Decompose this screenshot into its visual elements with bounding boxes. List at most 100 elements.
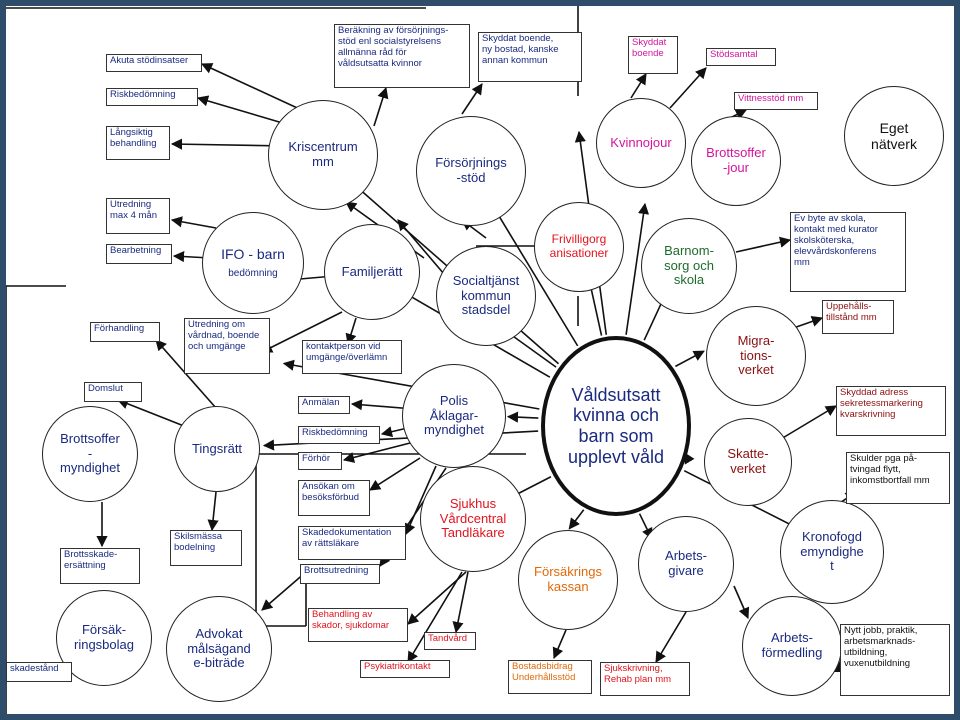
eget-natverk-node-label: Eget nätverk	[871, 119, 917, 152]
arbetsformedling-node: Arbets- förmedling	[742, 596, 842, 696]
arrow-ag-sjuk	[655, 611, 687, 663]
byte-skola-box: Ev byte av skola, kontakt med kurator sk…	[790, 212, 906, 292]
center-node-label: Våldsutsatt kvinna och barn som upplevt …	[567, 384, 665, 467]
skyddat-boende-box: Skyddat boende	[628, 36, 678, 74]
forhandling-box-label: Förhandling	[94, 323, 145, 334]
domslut-box-label: Domslut	[88, 383, 123, 394]
psykiatri-box: Psykiatrikontakt	[360, 660, 450, 678]
arrow-polis-forhor	[342, 441, 415, 463]
arrow-polis-ansokan	[369, 457, 421, 491]
socialtjanst-node-label: Socialtjänst kommun stadsdel	[452, 272, 520, 318]
kriscentrum-node: Kriscentrum mm	[268, 100, 378, 210]
skyddat-boende-ny-box-label: Skyddat boende, ny bostad, kanske annan …	[482, 33, 559, 66]
skadedok-box: Skadedokumentation av rättsläkare	[298, 526, 406, 560]
uppehall-box-label: Uppehålls- tillstånd mm	[826, 301, 877, 323]
nytt-jobb-box-label: Nytt jobb, praktik, arbetsmarknads- utbi…	[844, 625, 918, 669]
sjukskrivning-box-label: Sjukskrivning, Rehab plan mm	[604, 663, 672, 685]
forsakringsbolag-node: Försäk- ringsbolag	[56, 590, 152, 686]
behandling-skador-box: Behandling av skador, sjukdomar	[308, 608, 408, 642]
brottsofferjour-node-label: Brottsoffer -jour	[706, 145, 766, 175]
berakning-box: Beräkning av försörjnings- stöd enl soci…	[334, 24, 470, 88]
eget-natverk-node: Eget nätverk	[844, 86, 944, 186]
riskbedomning-box-1: Riskbedömning	[106, 88, 198, 106]
advokat-node-label: Advokat målsägand e-biträde	[187, 625, 251, 671]
arrow-fam-utredning	[260, 311, 343, 353]
langsiktig-box-label: Långsiktig behandling	[110, 127, 157, 149]
langsiktig-box: Långsiktig behandling	[106, 126, 170, 160]
arrow-ting-skils	[207, 491, 219, 532]
brottsskade-box-label: Brottsskade- ersättning	[64, 549, 118, 571]
sjukhus-node-label: Sjukhus Vårdcentral Tandläkare	[439, 495, 507, 541]
bostadsbidrag-box-label: Bostadsbidrag Underhållsstöd	[512, 661, 576, 683]
forsakringsbolag-node-label: Försäk- ringsbolag	[74, 622, 134, 652]
familjerat-node-label: Familjerätt	[341, 263, 403, 279]
skadedok-box-label: Skadedokumentation av rättsläkare	[302, 527, 392, 549]
skyddat-boende-ny-box: Skyddat boende, ny bostad, kanske annan …	[478, 32, 582, 82]
skyddad-adress-box-label: Skyddad adress sekretessmarkering kvarsk…	[840, 387, 923, 420]
arrow-skatt-adress	[775, 405, 837, 443]
skulder-box-label: Skulder pga på- tvingad flytt, inkomstbo…	[850, 453, 930, 486]
stodsamtal-box-label: Stödsamtal	[710, 49, 758, 60]
arrow-ting-domslut	[116, 398, 185, 427]
skatteverket-node: Skatte- verket	[704, 418, 792, 506]
arrow-brotts-advokat	[261, 571, 307, 611]
arrow-kris-akuta	[200, 63, 307, 113]
barnomsorg-node-label: Barnom- sorg och skola	[664, 242, 714, 288]
arrow-sjuk-psyk	[407, 571, 463, 663]
bearbetning-box-label: Bearbetning	[110, 245, 162, 256]
brottsutredning-box-label: Brottsutredning	[304, 565, 369, 576]
polis-node: Polis Åklagar- myndighet	[402, 364, 506, 468]
barnomsorg-node: Barnom- sorg och skola	[641, 218, 737, 314]
arrow-center-11	[568, 509, 585, 530]
vittnesstod-box-label: Vittnesstöd mm	[738, 93, 804, 104]
tingsratt-node: Tingsrätt	[174, 406, 260, 492]
forhor-box-label: Förhör	[302, 453, 330, 464]
utredning4-box-label: Utredning max 4 mån	[110, 199, 157, 221]
akuta-box: Akuta stödinsatser	[106, 54, 202, 72]
arrow-fors-berakning	[373, 86, 389, 127]
arrow-kvinno-stodsamtal	[669, 67, 707, 109]
arrow-center-8	[506, 411, 539, 423]
kvinnojour-node-label: Kvinnojour	[610, 134, 672, 150]
kronofogd-node-label: Kronofogd emyndighe t	[800, 528, 864, 574]
riskbedomning-box-2: Riskbedömning	[298, 426, 380, 444]
kvinnojour-node: Kvinnojour	[596, 98, 686, 188]
forsakringskassan-node-label: Försäkrings kassan	[534, 564, 602, 594]
arrow-sjuk-tandvard	[452, 571, 469, 634]
kriscentrum-node-label: Kriscentrum mm	[288, 139, 358, 169]
tingsratt-node-label: Tingsrätt	[191, 440, 243, 456]
utredning-vardnad-box-label: Utredning om vårdnad, boende och umgänge	[188, 319, 260, 352]
arrow-fam-kontakt	[345, 317, 357, 346]
psykiatri-box-label: Psykiatrikontakt	[364, 661, 431, 672]
brottsoffermyndighet-node-label: Brottsoffer - myndighet	[60, 430, 120, 476]
socialtjanst-node: Socialtjänst kommun stadsdel	[436, 246, 536, 346]
arrow-kvinno-skyddat	[630, 73, 647, 99]
arbetsformedling-node-label: Arbets- förmedling	[761, 630, 823, 660]
migrationsverket-node: Migra- tions- verket	[706, 306, 806, 406]
utredning4-box: Utredning max 4 mån	[106, 198, 170, 234]
tandvard-box: Tandvård	[424, 632, 476, 650]
skadestand-box: skadestånd	[6, 662, 72, 682]
behandling-skador-box-label: Behandling av skador, sjukdomar	[312, 609, 390, 631]
ansokan-box: Ansökan om besöksförbud	[298, 480, 370, 516]
arrow-center-3	[625, 202, 650, 335]
akuta-box-label: Akuta stödinsatser	[110, 55, 189, 66]
polis-node-label: Polis Åklagar- myndighet	[424, 392, 484, 438]
ifo-barn-subtitle: bedömning	[228, 268, 278, 280]
arrow-ting-forhandling	[155, 339, 217, 409]
arrow-barn-skola	[735, 236, 792, 253]
arbetsgivare-node: Arbets- givare	[638, 516, 734, 612]
bearbetning-box: Bearbetning	[106, 244, 172, 264]
advokat-node: Advokat målsägand e-biträde	[166, 596, 272, 702]
brottsskade-box: Brottsskade- ersättning	[60, 548, 140, 584]
kontaktperson-box-label: kontaktperson vid umgänge/överlämn	[306, 341, 388, 363]
utredning-vardnad-box: Utredning om vårdnad, boende och umgänge	[184, 318, 270, 374]
bostadsbidrag-box: Bostadsbidrag Underhållsstöd	[508, 660, 592, 694]
skatteverket-node-label: Skatte- verket	[727, 446, 769, 476]
nytt-jobb-box: Nytt jobb, praktik, arbetsmarknads- utbi…	[840, 624, 950, 696]
brottsoffermyndighet-node: Brottsoffer - myndighet	[42, 406, 138, 502]
anmalan-box-label: Anmälan	[302, 397, 340, 408]
riskbedomning-box-1-label: Riskbedömning	[110, 89, 176, 100]
arrow-polis-skadedok	[404, 465, 437, 536]
